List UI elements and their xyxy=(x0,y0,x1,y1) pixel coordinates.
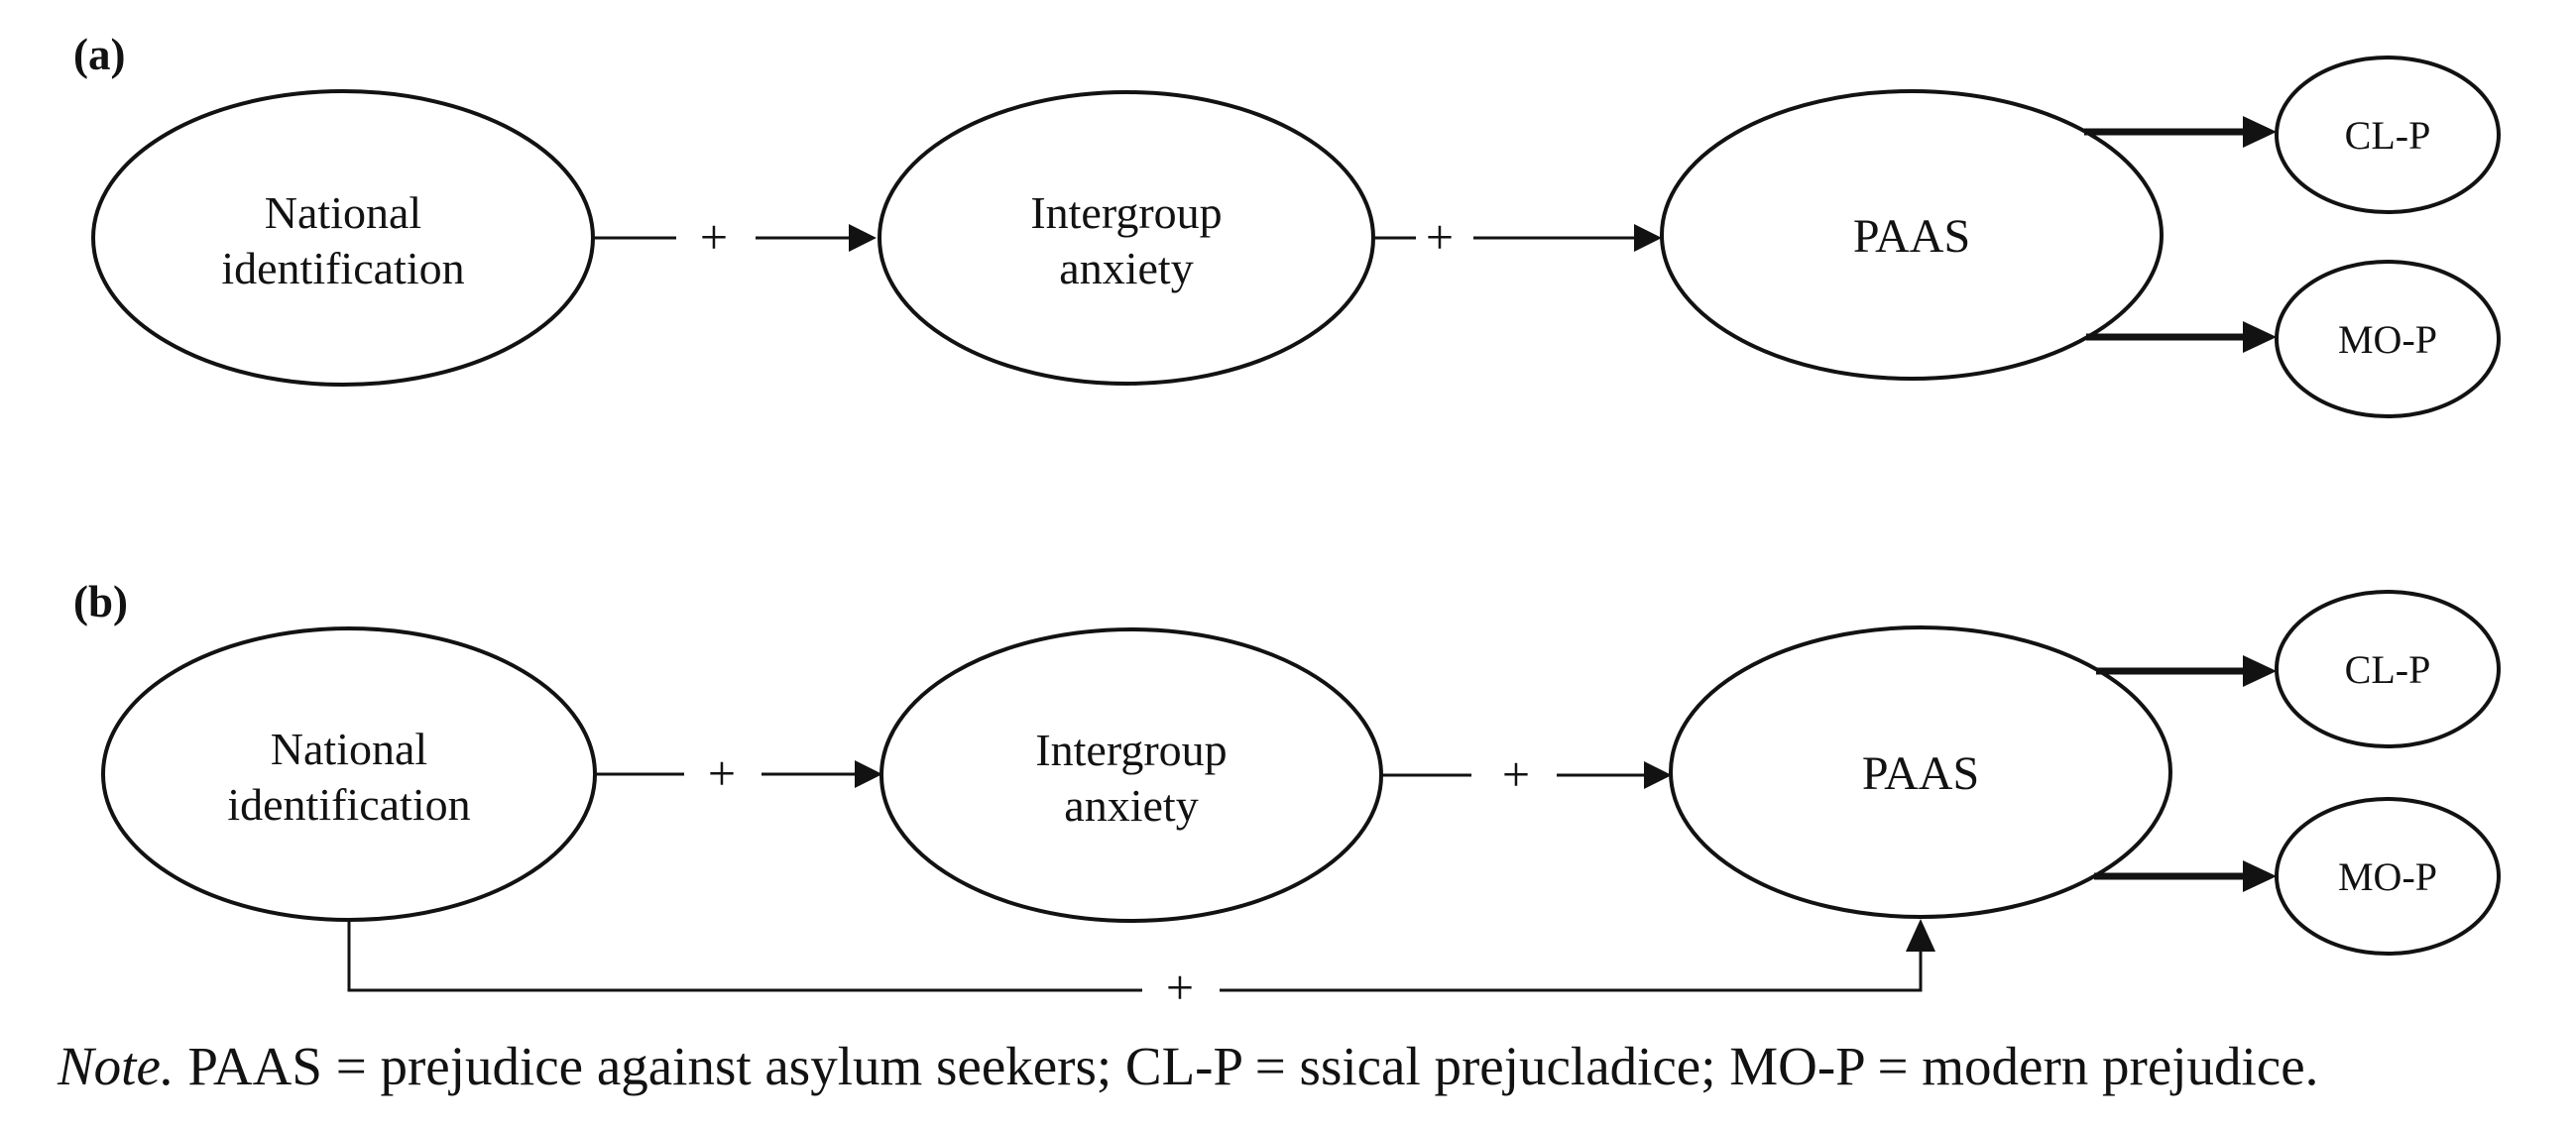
arrowhead-clp-a-icon xyxy=(2243,116,2277,148)
panel-b-label: (b) xyxy=(73,577,128,626)
outcome-clp-a-label: CL-P xyxy=(2345,113,2431,158)
latent-paas-a-label: PAAS xyxy=(1853,210,1970,263)
latent-national-identification-b-label-line2: identification xyxy=(227,779,470,830)
figure-note-body: PAAS = prejudice against asylum seekers;… xyxy=(174,1036,2319,1096)
path-national-to-intergroup-b-sign: + xyxy=(708,745,736,801)
arrowhead-paas-bottom-b-icon xyxy=(1906,919,1935,952)
latent-national-identification-a-label-line2: identification xyxy=(221,243,464,293)
latent-national-identification-b xyxy=(101,626,597,922)
latent-intergroup-anxiety-b xyxy=(879,627,1383,923)
outcome-clp-a xyxy=(2275,56,2501,214)
outcome-mop-a-label: MO-P xyxy=(2338,317,2437,362)
outcome-mop-b-label: MO-P xyxy=(2338,854,2437,899)
panel-a-label: (a) xyxy=(73,30,125,79)
outcome-clp-b xyxy=(2275,590,2501,748)
latent-national-identification-a-label-line1: National xyxy=(265,187,421,238)
latent-intergroup-anxiety-b-label-line2: anxiety xyxy=(1064,780,1198,831)
latent-intergroup-anxiety-b-label-line1: Intergroup xyxy=(1035,725,1227,775)
outcome-mop-b xyxy=(2275,797,2501,956)
latent-paas-b-label: PAAS xyxy=(1862,747,1979,800)
arrowhead-paas-b-icon xyxy=(1644,761,1672,789)
path-intergroup-to-paas-a-sign: + xyxy=(1426,209,1454,265)
outcome-clp-b-label: CL-P xyxy=(2345,647,2431,692)
latent-national-identification-b-label-line1: National xyxy=(271,724,427,774)
direct-path-national-to-paas-b-sign: + xyxy=(1166,960,1194,1015)
panel-a: (a) National identification + Intergroup… xyxy=(73,30,2501,418)
path-national-to-intergroup-a-sign: + xyxy=(700,209,728,265)
arrowhead-mop-b-icon xyxy=(2243,860,2277,892)
latent-paas-b xyxy=(1669,625,2172,919)
figure-note: Note. PAAS = prejudice against asylum se… xyxy=(58,1039,2318,1093)
figure-note-lead: Note. xyxy=(58,1036,175,1096)
latent-national-identification-a xyxy=(91,89,595,387)
arrowhead-paas-a-icon xyxy=(1634,224,1662,252)
direct-path-national-to-paas-b-right xyxy=(1220,950,1923,992)
outcome-mop-a xyxy=(2275,260,2501,418)
direct-path-national-to-paas-b-left xyxy=(347,920,1142,992)
latent-intergroup-anxiety-a-label-line2: anxiety xyxy=(1059,243,1193,293)
arrowhead-mop-a-icon xyxy=(2243,321,2277,353)
arrowhead-clp-b-icon xyxy=(2243,655,2277,687)
latent-intergroup-anxiety-a-label-line1: Intergroup xyxy=(1030,187,1222,238)
arrowhead-intergroup-b-icon xyxy=(855,760,882,788)
panel-b: (b) National identification + Intergroup… xyxy=(73,577,2501,1015)
latent-paas-a xyxy=(1660,89,2164,381)
path-intergroup-to-paas-b-sign: + xyxy=(1502,746,1530,802)
latent-intergroup-anxiety-a xyxy=(878,90,1375,386)
arrowhead-intergroup-a-icon xyxy=(849,224,877,252)
